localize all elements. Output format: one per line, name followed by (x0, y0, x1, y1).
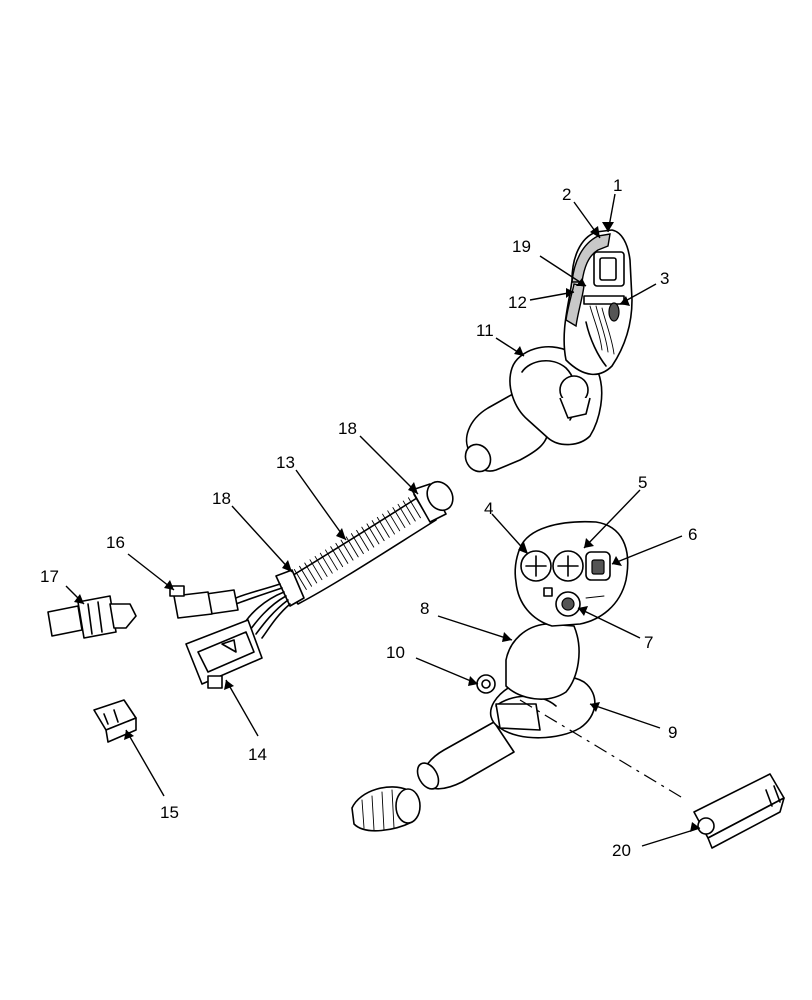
callout-16: 16 (106, 533, 125, 552)
conduit-stub (351, 786, 421, 832)
connector-15 (93, 699, 137, 743)
callout-13: 13 (276, 453, 295, 472)
callout-5: 5 (638, 473, 647, 492)
callout-4: 4 (484, 499, 493, 518)
conduit-rib (314, 555, 328, 577)
conduit-rib (407, 497, 421, 519)
conduit-rib (397, 503, 411, 525)
conduit-rib (319, 552, 333, 574)
wiring-harness (169, 480, 454, 689)
callout-1: 1 (613, 176, 622, 195)
callout-15: 15 (160, 803, 179, 822)
bracket-20 (693, 773, 785, 849)
callout-2: 2 (562, 185, 571, 204)
conduit-rib (299, 565, 313, 587)
callout-11: 11 (476, 321, 494, 340)
conduit-rib (350, 533, 364, 555)
callout-14: 14 (248, 745, 267, 764)
conduit-rib (361, 526, 375, 548)
conduit-rib (325, 549, 338, 571)
conduit-rib (345, 536, 359, 558)
center-line (519, 699, 687, 801)
conduit-rib (335, 542, 349, 564)
callout-18-lower: 18 (212, 489, 231, 508)
callout-6: 6 (688, 525, 697, 544)
conduit-rib (376, 516, 390, 538)
conduit-rib (293, 569, 307, 590)
callout-8: 8 (420, 599, 429, 618)
callout-labels: 1 2 3 4 5 6 7 8 9 10 11 12 13 14 15 16 1… (40, 176, 697, 860)
callout-12: 12 (508, 293, 527, 312)
callout-10: 10 (386, 643, 405, 662)
conduit-rib (402, 500, 416, 522)
callout-3: 3 (660, 269, 669, 288)
conduit-rib (304, 562, 318, 584)
callout-7: 7 (644, 633, 653, 652)
callout-18-upper: 18 (338, 419, 357, 438)
joystick-grip-assembly (416, 520, 629, 790)
callout-9: 9 (668, 723, 677, 742)
conduit-rib (366, 523, 380, 545)
arrowheads (74, 222, 700, 832)
conduit-rib (356, 529, 370, 551)
conduit-rib (382, 513, 395, 535)
conduit-rib (371, 520, 385, 542)
callout-20: 20 (612, 841, 631, 860)
callout-19: 19 (512, 237, 531, 256)
callout-17: 17 (40, 567, 59, 586)
conduit-rib (340, 539, 354, 561)
handle-cutaway-assembly (464, 229, 633, 473)
connector-17 (47, 595, 137, 639)
conduit-rib (392, 507, 406, 529)
conduit-rib (309, 559, 323, 581)
conduit-rib (330, 546, 344, 568)
conduit-rib (387, 510, 401, 532)
